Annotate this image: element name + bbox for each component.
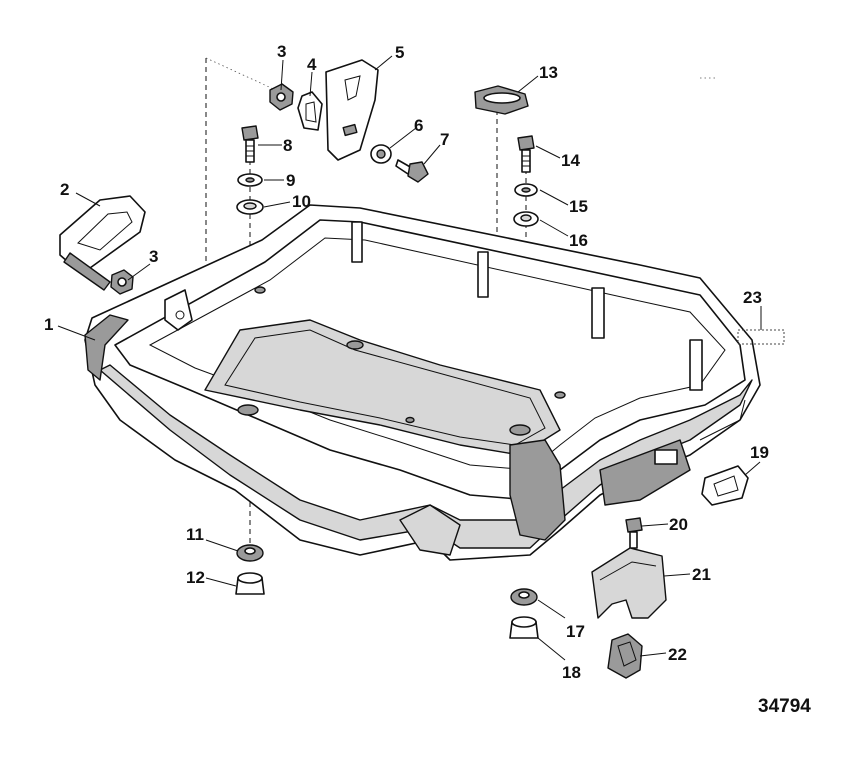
callout-6: 6 xyxy=(414,116,423,135)
callout-8: 8 xyxy=(283,136,292,155)
callout-15: 15 xyxy=(569,197,588,216)
callout-4: 4 xyxy=(307,55,317,74)
grommet-part-16 xyxy=(513,211,539,227)
screw-part-20 xyxy=(625,517,643,549)
bolt-part-14 xyxy=(517,135,535,173)
leader-lines xyxy=(57,55,762,661)
callout-18: 18 xyxy=(562,663,581,682)
bracket-part-5 xyxy=(325,59,379,161)
callout-11: 11 xyxy=(186,525,204,544)
callout-23: 23 xyxy=(743,288,762,307)
figure-number: 34794 xyxy=(758,696,811,717)
callout-9: 9 xyxy=(286,171,295,190)
grommet-part-22 xyxy=(607,633,643,679)
callout-22: 22 xyxy=(668,645,687,664)
grommet-part-13 xyxy=(474,85,529,115)
callout-1: 1 xyxy=(44,315,53,334)
screw-part-7 xyxy=(395,159,429,183)
callout-5: 5 xyxy=(395,43,404,62)
clip-part-4 xyxy=(297,91,323,131)
handle-part-2 xyxy=(59,195,146,291)
callout-13: 13 xyxy=(539,63,558,82)
callout-2: 2 xyxy=(60,180,69,199)
mount-part-17 xyxy=(510,588,538,606)
nut-part-3a xyxy=(269,83,294,111)
callout-12: 12 xyxy=(186,568,205,587)
callout-20: 20 xyxy=(669,515,688,534)
washer-part-15 xyxy=(514,183,538,197)
callout-14: 14 xyxy=(561,151,580,170)
callout-17: 17 xyxy=(566,622,585,641)
clip-part-19 xyxy=(701,465,749,506)
callout-10: 10 xyxy=(292,192,311,211)
callout-19: 19 xyxy=(750,443,769,462)
callout-7: 7 xyxy=(440,130,449,149)
callout-21: 21 xyxy=(692,565,711,584)
bolt-part-8 xyxy=(241,125,259,163)
mount-part-11 xyxy=(236,544,264,562)
callout-3b: 3 xyxy=(149,247,158,266)
grommet-part-10 xyxy=(236,199,264,215)
callouts: 1 2 3 3 4 5 6 7 8 9 10 11 12 13 14 15 16… xyxy=(44,42,769,682)
washer-part-9 xyxy=(237,173,263,187)
callout-16: 16 xyxy=(569,231,588,250)
washer-part-6 xyxy=(370,144,392,164)
callout-3a: 3 xyxy=(277,42,286,61)
mount-part-12 xyxy=(235,572,265,595)
cover-part-21 xyxy=(591,547,667,619)
bottom-cowl-part-1 xyxy=(84,204,761,561)
decal-part-23 xyxy=(737,329,785,345)
mount-part-18 xyxy=(509,616,539,639)
nut-part-3b xyxy=(110,269,134,295)
